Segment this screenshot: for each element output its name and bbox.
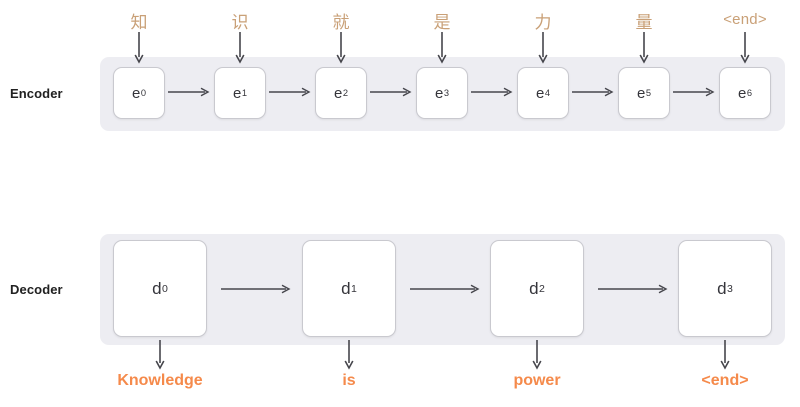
encoder-cell-6-index: 6 bbox=[746, 88, 752, 98]
encoder-input-arrow-5 bbox=[638, 32, 650, 64]
decoder-cell-3-base: d bbox=[717, 278, 727, 298]
decoder-output-token-0: Knowledge bbox=[117, 372, 203, 389]
encoder-cell-2-base: e bbox=[333, 84, 343, 102]
encoder-input-token-3: 是 bbox=[433, 13, 451, 32]
encoder-flow-arrow-4 bbox=[572, 86, 615, 98]
encoder-row-label: Encoder bbox=[10, 86, 63, 101]
encoder-cell-4-base: e bbox=[535, 84, 545, 102]
decoder-output-arrow-3 bbox=[719, 340, 731, 370]
encoder-cell-3-base: e bbox=[434, 84, 444, 102]
decoder-flow-arrow-1 bbox=[410, 283, 481, 295]
encoder-cell-5-base: e bbox=[636, 84, 646, 102]
encoder-input-arrow-3 bbox=[436, 32, 448, 64]
encoder-input-token-4: 力 bbox=[534, 13, 552, 32]
encoder-input-token-6: <end> bbox=[723, 11, 767, 28]
decoder-cell-2-base: d bbox=[529, 278, 539, 298]
encoder-flow-arrow-3 bbox=[471, 86, 514, 98]
encoder-input-arrow-4 bbox=[537, 32, 549, 64]
decoder-output-arrow-2 bbox=[531, 340, 543, 370]
decoder-row-label: Decoder bbox=[10, 282, 63, 297]
encoder-cell-2-index: 2 bbox=[342, 88, 348, 98]
encoder-input-token-0: 知 bbox=[130, 13, 148, 32]
encoder-flow-arrow-2 bbox=[370, 86, 413, 98]
encoder-cell-0-index: 0 bbox=[140, 88, 146, 98]
decoder-output-arrow-0 bbox=[154, 340, 166, 370]
decoder-cell-0-base: d bbox=[152, 278, 162, 298]
encoder-flow-arrow-0 bbox=[168, 86, 211, 98]
encoder-flow-arrow-1 bbox=[269, 86, 312, 98]
decoder-output-token-2: power bbox=[513, 372, 561, 389]
encoder-cell-3-index: 3 bbox=[443, 88, 449, 98]
decoder-cell-0-index: 0 bbox=[162, 282, 168, 295]
decoder-cell-1-base: d bbox=[341, 278, 351, 298]
encoder-input-token-1: 识 bbox=[231, 13, 249, 32]
encoder-input-arrow-2 bbox=[335, 32, 347, 64]
decoder-output-token-3: <end> bbox=[701, 372, 749, 389]
encoder-input-arrow-1 bbox=[234, 32, 246, 64]
encoder-flow-arrow-5 bbox=[673, 86, 716, 98]
encoder-cell-1-index: 1 bbox=[241, 88, 247, 98]
encoder-input-token-5: 量 bbox=[635, 13, 653, 32]
decoder-cell-2-index: 2 bbox=[539, 282, 545, 295]
decoder-output-arrow-1 bbox=[343, 340, 355, 370]
encoder-cell-1-base: e bbox=[232, 84, 242, 102]
encoder-input-token-2: 就 bbox=[332, 13, 350, 32]
decoder-cell-3-index: 3 bbox=[727, 282, 733, 295]
decoder-flow-arrow-2 bbox=[598, 283, 669, 295]
encoder-cell-6-base: e bbox=[737, 84, 747, 102]
encoder-cell-4-index: 4 bbox=[544, 88, 550, 98]
encoder-input-arrow-0 bbox=[133, 32, 145, 64]
decoder-output-token-1: is bbox=[342, 372, 356, 389]
encoder-cell-0-base: e bbox=[131, 84, 141, 102]
encoder-cell-5-index: 5 bbox=[645, 88, 651, 98]
encoder-input-arrow-6 bbox=[739, 32, 751, 64]
decoder-flow-arrow-0 bbox=[221, 283, 292, 295]
decoder-cell-1-index: 1 bbox=[351, 282, 357, 295]
